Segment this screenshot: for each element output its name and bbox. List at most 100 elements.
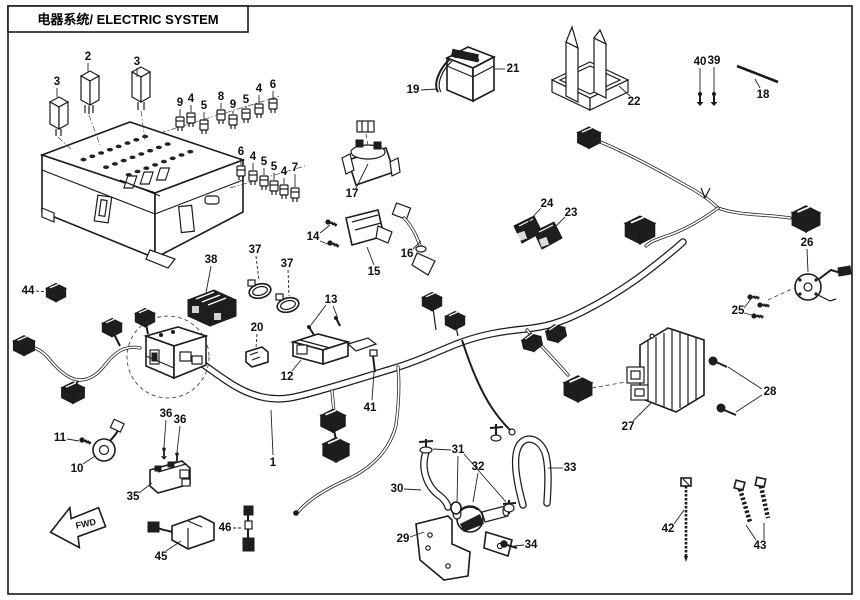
callout-leader-24 — [527, 207, 542, 223]
battery-strap — [435, 58, 453, 93]
callout-leader-15 — [366, 246, 375, 266]
hose-33 — [489, 424, 552, 509]
part-number-label-31: 31 — [452, 444, 465, 456]
callout-leader-41 — [371, 371, 375, 401]
relay-3-right — [130, 66, 152, 141]
part-number-label-17: 17 — [346, 188, 359, 200]
part-number-label-5: 5 — [271, 161, 278, 173]
callout-leader-32 — [472, 472, 479, 503]
part-number-label-46: 46 — [219, 522, 232, 534]
callout-leader-18 — [754, 78, 761, 89]
relays-23-24 — [513, 215, 563, 250]
part-number-label-9: 9 — [230, 99, 236, 111]
part-number-label-18: 18 — [757, 89, 770, 101]
callout-leader-31 — [456, 455, 459, 504]
main-harness — [12, 126, 821, 516]
part-number-label-1: 1 — [270, 457, 277, 469]
relay-20 — [245, 346, 269, 368]
part-number-label-43: 43 — [754, 540, 767, 552]
part-number-label-35: 35 — [127, 491, 140, 503]
callout-leader-28 — [735, 394, 763, 413]
ecu-12 — [290, 333, 378, 366]
part-number-label-3: 3 — [54, 76, 60, 88]
cdi-module-35 — [149, 460, 191, 494]
callout-leader-31 — [432, 448, 452, 451]
part-number-label-40: 40 — [694, 56, 707, 68]
fwd-label: FWD — [75, 517, 98, 531]
callout-leader-14 — [319, 240, 331, 246]
relay-2 — [79, 70, 101, 146]
harness-fusebox — [126, 315, 210, 399]
bracket-29 — [415, 515, 471, 581]
part-number-label-22: 22 — [628, 96, 641, 108]
callout-leader-20 — [255, 333, 258, 349]
spark-plug-wire-16 — [391, 202, 436, 276]
regulator-bolts-28 — [708, 356, 737, 416]
page-title: 电器系统/ ELECTRIC SYSTEM — [37, 12, 218, 27]
part-number-label-7: 7 — [292, 162, 298, 174]
callout-leader-31 — [463, 453, 507, 503]
callout-leader-26 — [806, 248, 809, 273]
callout-leader-30 — [403, 488, 422, 491]
callout-leader-42 — [673, 509, 685, 525]
callout-leader-34 — [513, 544, 525, 547]
part-number-label-3: 3 — [134, 56, 140, 68]
cable-ties-43 — [733, 476, 771, 523]
callout-leader-37 — [287, 269, 290, 297]
fuse-top-dots — [80, 134, 194, 177]
part-number-label-20: 20 — [251, 322, 264, 334]
part-number-label-38: 38 — [205, 254, 218, 266]
part-number-label-8: 8 — [218, 91, 225, 103]
part-number-label-19: 19 — [407, 84, 420, 96]
sensor-45 — [147, 515, 215, 550]
loose-fuses — [159, 95, 306, 203]
part-number-label-37: 37 — [249, 244, 262, 256]
part-number-label-5: 5 — [201, 100, 208, 112]
part-number-label-4: 4 — [281, 166, 288, 178]
part-number-label-44: 44 — [22, 285, 35, 297]
part-number-label-24: 24 — [541, 198, 554, 210]
part-number-label-6: 6 — [238, 146, 244, 158]
callout-leader-10 — [82, 455, 96, 465]
hose-clamp-37a — [247, 279, 272, 300]
callout-leader-29 — [409, 531, 425, 538]
part-number-label-21: 21 — [507, 63, 520, 75]
part-number-label-5: 5 — [261, 156, 268, 168]
part-number-label-27: 27 — [622, 421, 635, 433]
rod-18 — [736, 64, 779, 84]
cable-tie-42 — [680, 477, 692, 562]
part-number-label-4: 4 — [250, 151, 257, 163]
part-number-label-30: 30 — [391, 483, 404, 495]
voltage-regulator-27 — [626, 327, 705, 413]
part-number-label-36: 36 — [174, 414, 187, 426]
callout-leader-37 — [255, 255, 260, 282]
starter-relay — [341, 120, 401, 187]
callout-leader-38 — [205, 265, 212, 294]
bolt-34 — [500, 540, 518, 549]
part-number-label-2: 2 — [85, 51, 91, 63]
screws-13 — [307, 316, 341, 336]
callout-leader-35 — [138, 482, 153, 494]
callout-leader-28 — [727, 366, 763, 390]
callout-leader-43 — [745, 524, 757, 541]
title-block: 电器系统/ ELECTRIC SYSTEM — [7, 5, 249, 33]
connector-44 — [45, 283, 67, 303]
callout-leader-11 — [66, 438, 80, 442]
part-number-label-39: 39 — [708, 55, 721, 67]
part-number-label-6: 6 — [270, 79, 276, 91]
ignition-coil-15 — [345, 209, 393, 246]
pickup-sensor-26 — [794, 265, 852, 302]
callout-leader-27 — [632, 401, 653, 422]
callout-leader-36 — [163, 419, 167, 448]
part-46 — [242, 505, 255, 552]
part-number-label-26: 26 — [801, 237, 814, 249]
part-number-label-4: 4 — [256, 83, 263, 95]
part-number-label-16: 16 — [401, 248, 414, 260]
callout-leader-12 — [291, 359, 302, 372]
part-number-label-13: 13 — [325, 294, 338, 306]
part-number-label-36: 36 — [160, 408, 173, 420]
callout-leader-25 — [743, 312, 757, 317]
